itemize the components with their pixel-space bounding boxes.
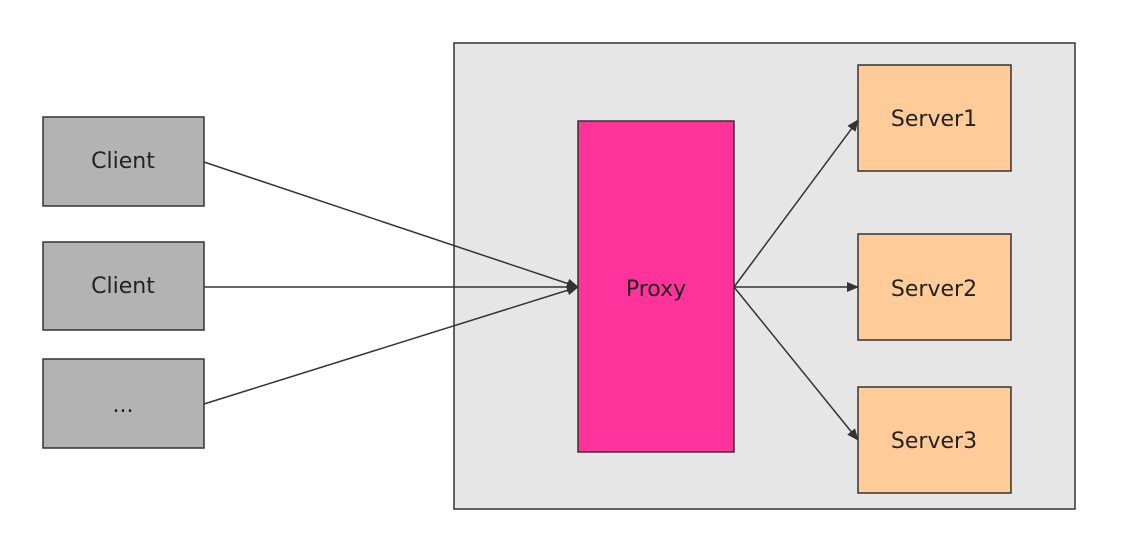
server-node-2: Server2 (857, 233, 1012, 341)
proxy-node-label: Proxy (626, 277, 686, 302)
server-node-1-label: Server1 (891, 107, 977, 132)
client-node-2: Client (42, 241, 205, 331)
client-node-1: Client (42, 116, 205, 207)
server-node-3-label: Server3 (891, 429, 977, 454)
arrow-proxy-to-server-1 (733, 119, 859, 288)
server-node-3: Server3 (857, 386, 1012, 494)
client-node-3-label: ... (113, 393, 134, 418)
server-node-2-label: Server2 (891, 277, 977, 302)
client-node-1-label: Client (91, 149, 155, 174)
arrow-client-3-to-proxy (203, 285, 579, 405)
server-node-1: Server1 (857, 64, 1012, 172)
client-node-3: ... (42, 358, 205, 449)
proxy-node: Proxy (577, 120, 735, 453)
client-node-2-label: Client (91, 274, 155, 299)
arrow-proxy-to-server-3 (733, 286, 859, 441)
arrow-client-1-to-proxy (203, 161, 579, 289)
